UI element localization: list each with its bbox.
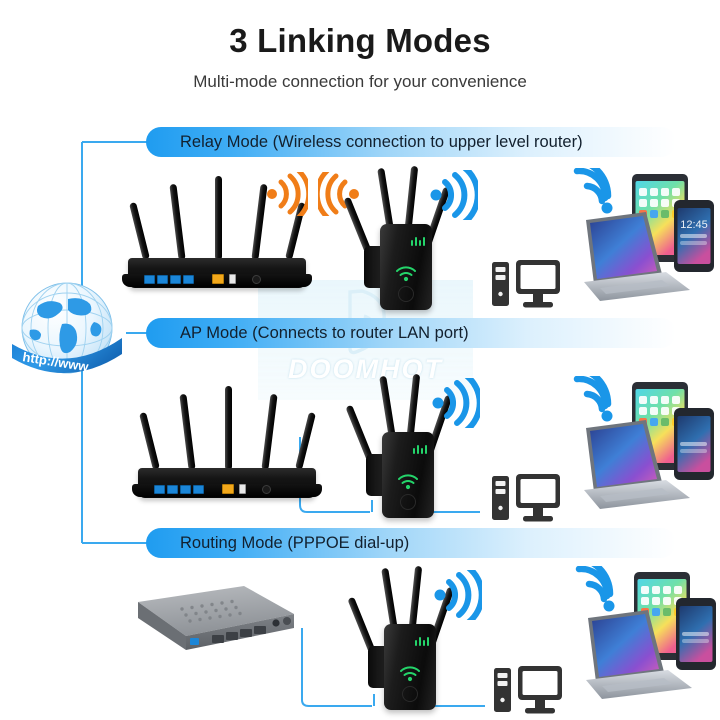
repeater-power-button[interactable] xyxy=(398,286,414,302)
pc-tower-icon xyxy=(492,476,509,520)
router-port-bank xyxy=(154,484,271,494)
wifi-signal-client-icon xyxy=(573,376,613,422)
wifi-repeater-ap xyxy=(345,368,468,518)
lan-port-icon xyxy=(170,275,181,284)
lan-port-icon xyxy=(167,485,178,494)
mode-banner-ap-label: AP Mode (Connects to router LAN port) xyxy=(180,323,469,342)
router-port-bank xyxy=(144,274,261,284)
wifi-repeater-routing xyxy=(347,560,470,710)
power-jack-icon xyxy=(262,485,271,494)
smartphone-icon: 12:45 xyxy=(674,200,714,272)
wan-port-icon xyxy=(222,484,234,494)
repeater-chassis xyxy=(382,432,434,518)
smartphone-icon xyxy=(674,408,714,480)
desktop-client-icons-relay xyxy=(492,260,560,308)
wifi-signal-blue-icon xyxy=(434,570,482,620)
lan-port-icon xyxy=(144,275,155,284)
wifi-signal-client-icon xyxy=(573,168,613,214)
mode-banner-relay[interactable]: Relay Mode (Wireless connection to upper… xyxy=(146,127,676,157)
monitor-icon xyxy=(516,474,560,522)
black-router-relay xyxy=(122,168,312,288)
repeater-chassis xyxy=(380,224,432,310)
black-router-ap xyxy=(132,378,322,498)
repeater-status-leds xyxy=(415,637,429,646)
wifi-signal-orange-icon xyxy=(267,172,308,216)
power-jack-icon xyxy=(252,275,261,284)
modem-usb-led-icon xyxy=(190,638,199,645)
modem-dsl-jack-icon xyxy=(283,617,291,625)
laptop-icon xyxy=(584,212,690,301)
repeater-power-button[interactable] xyxy=(400,494,416,510)
mode-banner-relay-label: Relay Mode (Wireless connection to upper… xyxy=(180,132,583,151)
mode-banner-routing[interactable]: Routing Mode (PPPOE dial-up) xyxy=(146,528,676,558)
lan-port-icon xyxy=(154,485,165,494)
pc-tower-icon xyxy=(494,668,511,712)
repeater-wifi-led-icon xyxy=(396,266,416,282)
page-title: 3 Linking Modes xyxy=(229,22,491,59)
modem-power-jack-icon xyxy=(272,619,280,627)
lan-port-icon xyxy=(193,485,204,494)
repeater-status-leds xyxy=(411,237,425,246)
wifi-signal-orange-mirrored-icon xyxy=(318,172,359,216)
repeater-wifi-led-icon xyxy=(398,474,418,490)
mobile-client-cluster-routing xyxy=(586,572,716,699)
svg-text:12:45: 12:45 xyxy=(680,219,708,231)
repeater-chassis xyxy=(384,624,436,710)
laptop-icon xyxy=(584,420,690,509)
repeater-power-button[interactable] xyxy=(402,686,418,702)
mobile-client-cluster-relay: 12:45 xyxy=(584,174,714,301)
repeater-side-panel xyxy=(366,454,386,496)
desktop-client-icons-routing xyxy=(494,666,562,714)
desktop-client-icons-ap xyxy=(492,474,560,522)
modem-ethernet-ports xyxy=(212,626,266,643)
mode-banner-ap[interactable]: AP Mode (Connects to router LAN port) xyxy=(146,318,676,348)
laptop-icon xyxy=(586,610,692,699)
lan-port-icon xyxy=(180,485,191,494)
usb-port-icon xyxy=(229,274,236,284)
lan-port-icon xyxy=(183,275,194,284)
page-subtitle: Multi-mode connection for your convenien… xyxy=(193,72,527,91)
monitor-icon xyxy=(516,260,560,308)
wifi-repeater-relay xyxy=(343,160,466,310)
globe-icon: http://www. xyxy=(12,282,122,375)
pc-tower-icon xyxy=(492,262,509,306)
wan-port-icon xyxy=(212,274,224,284)
usb-port-icon xyxy=(239,484,246,494)
wifi-signal-blue-icon xyxy=(430,170,478,220)
dsl-modem xyxy=(138,586,294,650)
wifi-signal-client-icon xyxy=(575,566,615,612)
smartphone-icon xyxy=(676,598,716,670)
mode-banner-routing-label: Routing Mode (PPPOE dial-up) xyxy=(180,533,410,552)
wifi-signal-blue-icon xyxy=(432,378,480,428)
repeater-wifi-led-icon xyxy=(400,666,420,682)
lan-port-icon xyxy=(157,275,168,284)
repeater-side-panel xyxy=(364,246,384,288)
repeater-side-panel xyxy=(368,646,388,688)
mobile-client-cluster-ap xyxy=(584,382,714,509)
monitor-icon xyxy=(518,666,562,714)
repeater-status-leds xyxy=(413,445,427,454)
